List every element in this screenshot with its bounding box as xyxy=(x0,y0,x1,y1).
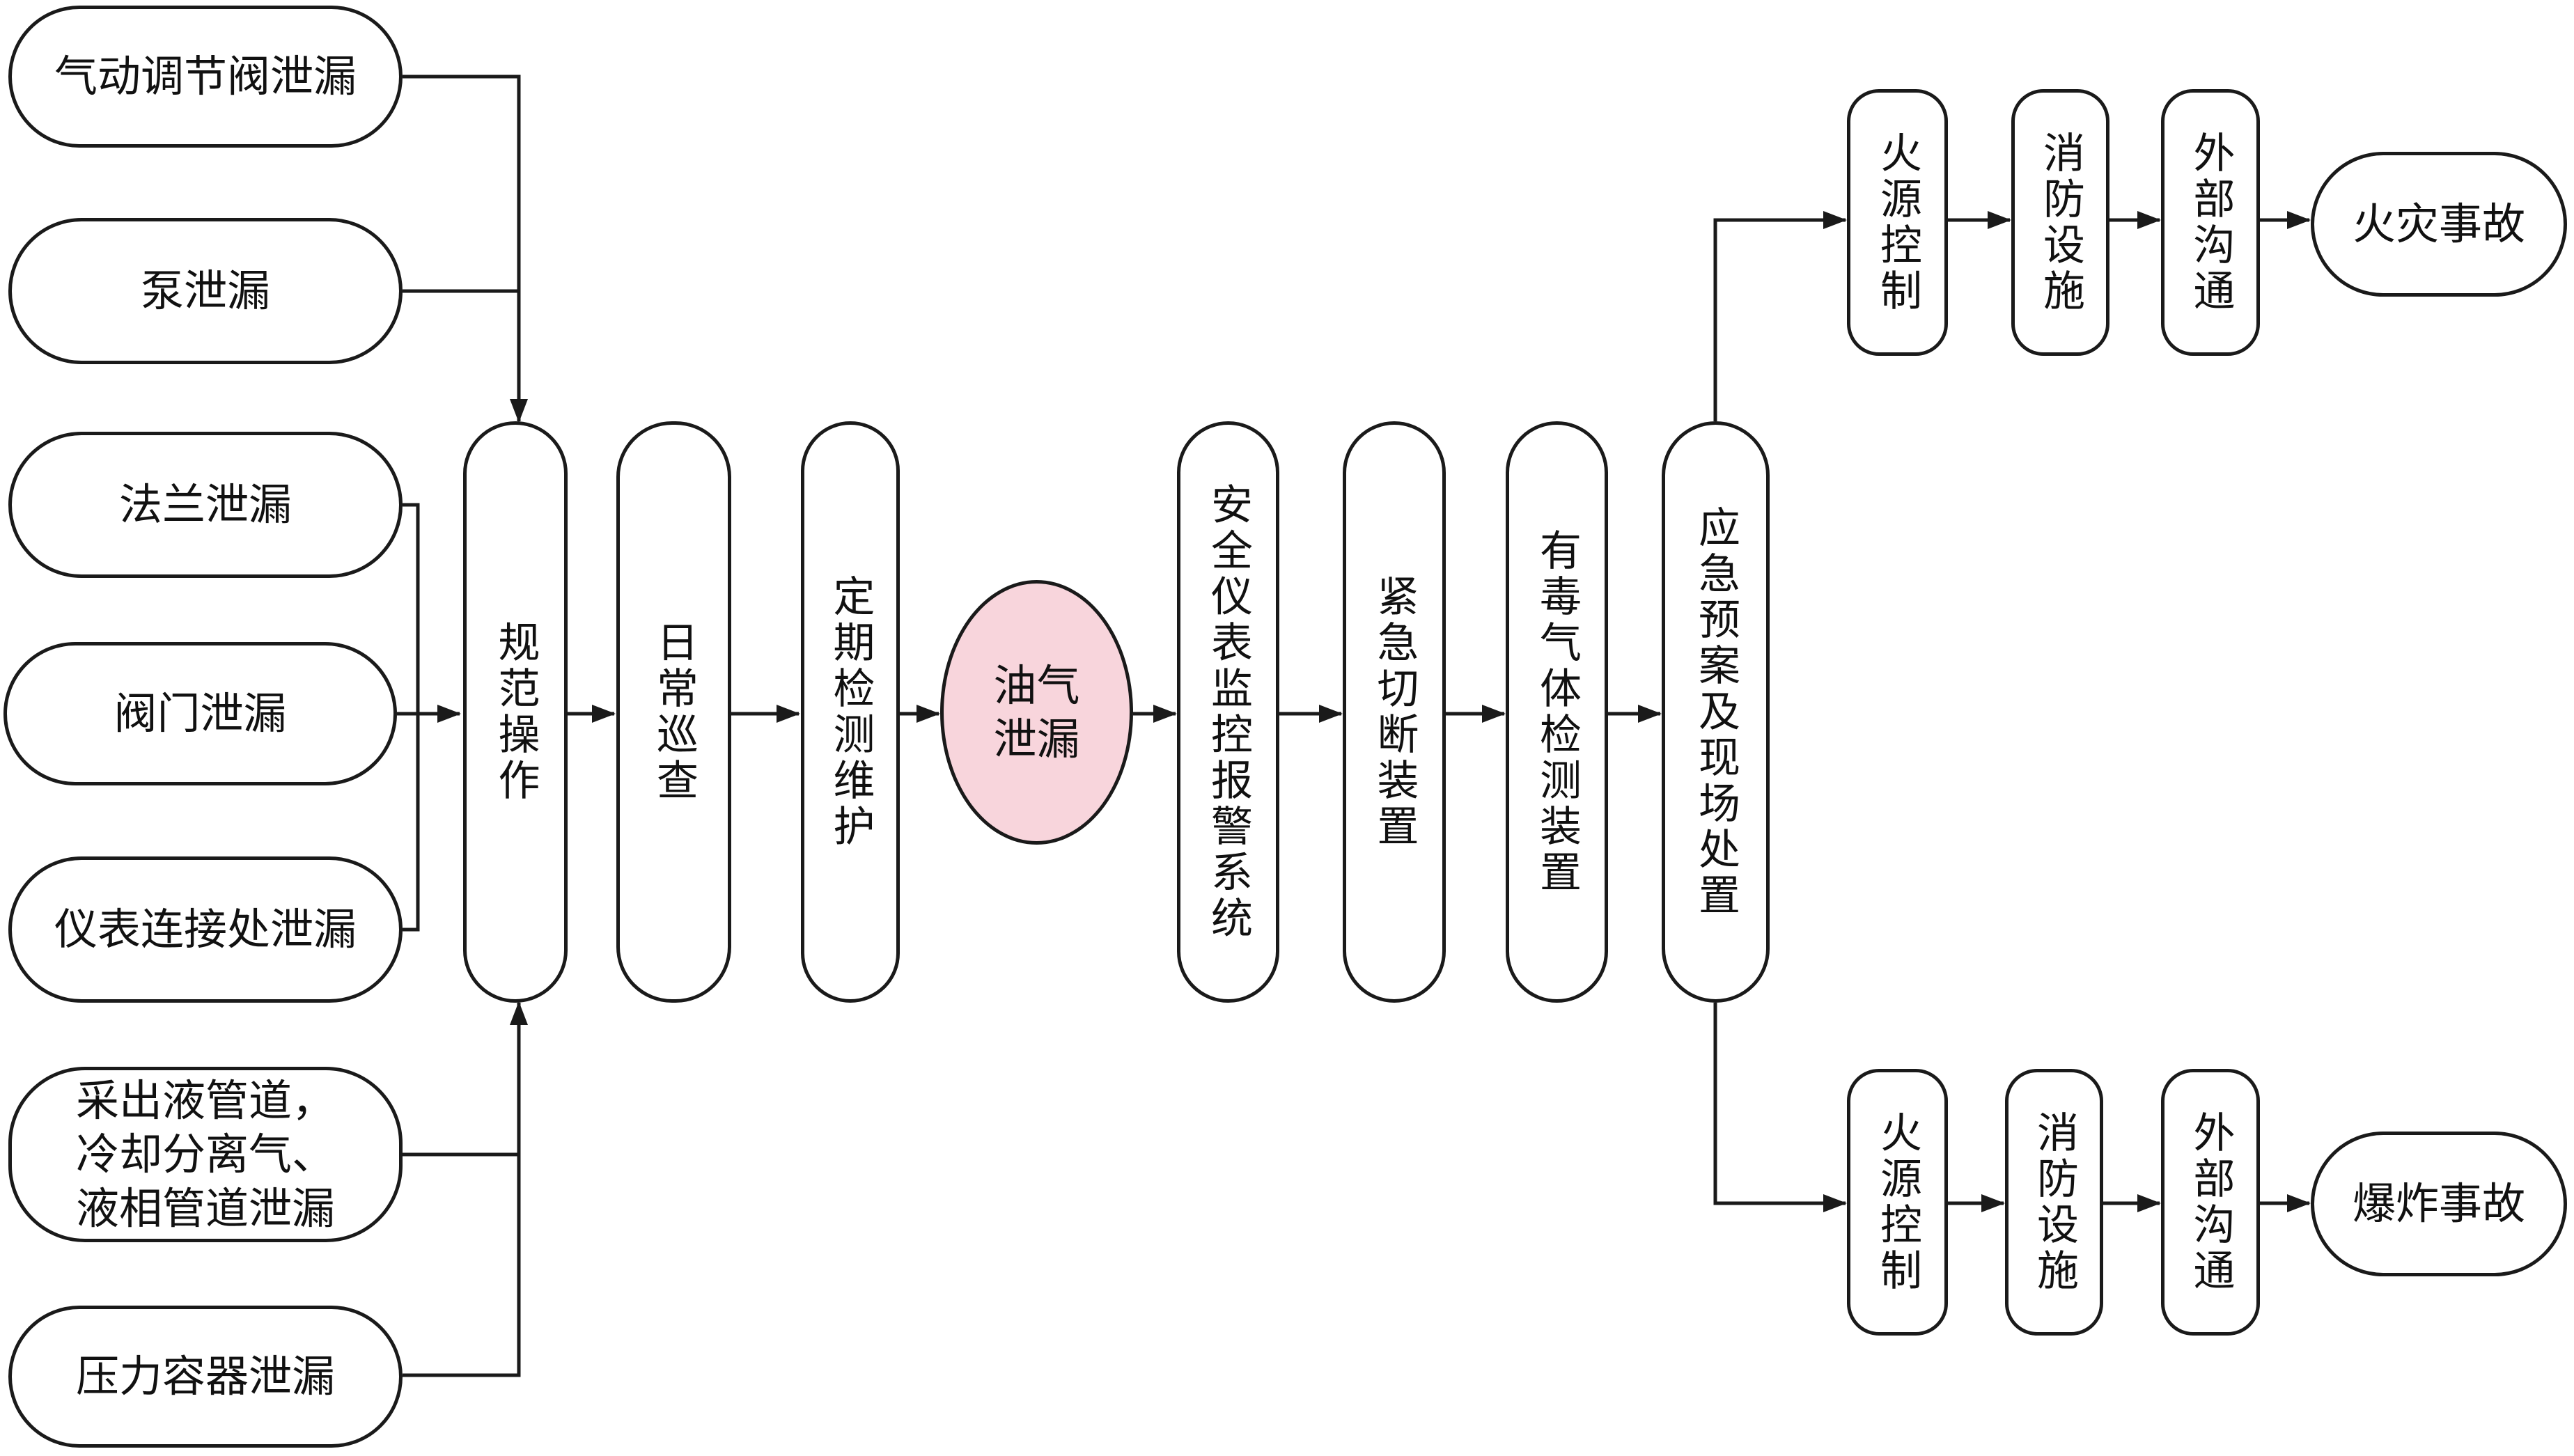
source-label: 法兰泄漏 xyxy=(118,479,292,531)
connector-source-1 xyxy=(403,75,528,423)
prevention-node: 日常巡查 xyxy=(616,421,731,1003)
explosion-branch-step: 火源控制 xyxy=(1847,1069,1948,1336)
source-label: 泵泄漏 xyxy=(140,265,270,317)
explosion-branch-step: 消防设施 xyxy=(2005,1069,2103,1336)
source-label: 压力容器泄漏 xyxy=(75,1351,335,1402)
source-label: 仪表连接处泄漏 xyxy=(54,904,357,955)
branch-step-label: 火源控制 xyxy=(1873,130,1922,315)
response-node: 应急预案及现场处置 xyxy=(1662,421,1770,1003)
source-node: 法兰泄漏 xyxy=(8,432,403,578)
source-node: 仪表连接处泄漏 xyxy=(8,856,403,1003)
branch-step-label: 消防设施 xyxy=(2029,1110,2079,1294)
branch-step-label: 外部沟通 xyxy=(2186,1110,2235,1294)
connector-branch-fire xyxy=(1713,211,1847,421)
response-label: 安全仪表监控报警系统 xyxy=(1203,482,1253,942)
prevention-label: 规范操作 xyxy=(491,620,540,804)
outcome-label: 爆炸事故 xyxy=(2352,1178,2525,1230)
response-label: 紧急切断装置 xyxy=(1370,574,1419,850)
connector-branch-explosion xyxy=(1713,1003,1847,1212)
oil-gas-leak-node: 油气 泄漏 xyxy=(940,580,1133,845)
oil-gas-leak-label: 油气 泄漏 xyxy=(993,659,1080,765)
branch-step-label: 火源控制 xyxy=(1873,1110,1922,1294)
source-node: 气动调节阀泄漏 xyxy=(8,6,403,148)
outcome-label: 火灾事故 xyxy=(2352,198,2525,250)
branch-step-label: 消防设施 xyxy=(2036,130,2085,315)
source-label: 阀门泄漏 xyxy=(114,688,287,739)
explosion-branch-step: 外部沟通 xyxy=(2161,1069,2260,1336)
prevention-node: 规范操作 xyxy=(463,421,568,1003)
prevention-node: 定期检测维护 xyxy=(801,421,900,1003)
response-node: 有毒气体检测装置 xyxy=(1506,421,1608,1003)
response-label: 应急预案及现场处置 xyxy=(1691,505,1740,919)
response-node: 紧急切断装置 xyxy=(1343,421,1446,1003)
connector-source-6 xyxy=(403,1001,528,1377)
fire-branch-step: 消防设施 xyxy=(2011,89,2109,356)
source-node: 采出液管道， 冷却分离气、 液相管道泄漏 xyxy=(8,1067,403,1242)
connector-source-3 xyxy=(403,503,420,932)
response-label: 有毒气体检测装置 xyxy=(1532,528,1582,896)
fire-branch-step: 外部沟通 xyxy=(2161,89,2260,356)
response-node: 安全仪表监控报警系统 xyxy=(1177,421,1279,1003)
prevention-label: 定期检测维护 xyxy=(826,574,875,850)
source-label: 气动调节阀泄漏 xyxy=(54,51,357,102)
source-node: 压力容器泄漏 xyxy=(8,1306,403,1448)
source-label: 采出液管道， 冷却分离气、 液相管道泄漏 xyxy=(75,1074,335,1234)
branch-step-label: 外部沟通 xyxy=(2186,130,2235,315)
fire-accident-node: 火灾事故 xyxy=(2311,152,2567,297)
source-node: 阀门泄漏 xyxy=(3,642,397,785)
source-node: 泵泄漏 xyxy=(8,218,403,364)
prevention-label: 日常巡查 xyxy=(649,620,699,804)
explosion-accident-node: 爆炸事故 xyxy=(2311,1132,2567,1276)
fire-branch-step: 火源控制 xyxy=(1847,89,1948,356)
